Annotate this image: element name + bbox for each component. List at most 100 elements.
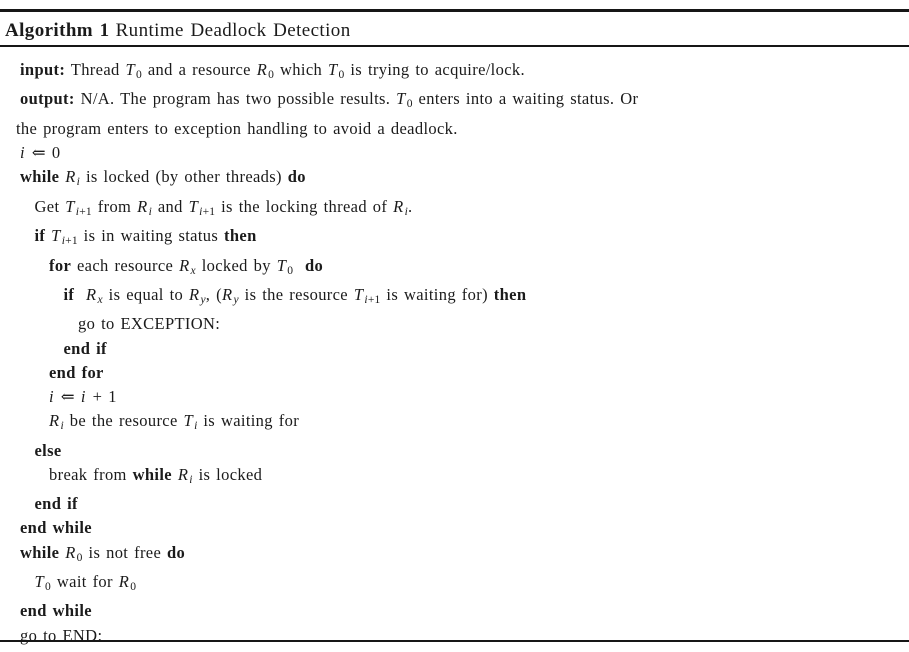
text-segment: i bbox=[80, 386, 86, 406]
algorithm-line: Ri be the resource Ti is waiting for bbox=[0, 409, 909, 438]
text-segment: is trying to acquire/lock. bbox=[344, 60, 525, 79]
text-segment: go to END: bbox=[20, 625, 103, 645]
text-segment: y bbox=[200, 294, 206, 307]
text-segment: and bbox=[151, 196, 189, 216]
text-segment: while bbox=[20, 542, 60, 562]
text-segment: Get bbox=[34, 196, 66, 216]
algorithm-line: go to EXCEPTION: bbox=[0, 312, 909, 336]
text-segment: and a resource bbox=[142, 60, 257, 79]
text-segment: R bbox=[256, 60, 268, 79]
algorithm-line: output: N/A. The program has two possibl… bbox=[0, 87, 909, 116]
text-segment: N/A. The program has two possible result… bbox=[74, 89, 397, 109]
text-segment: R bbox=[49, 411, 60, 431]
text-segment: i bbox=[49, 386, 54, 406]
text-segment: is locked (by other threads) bbox=[80, 167, 288, 187]
algorithm-line: if Rx is equal to Ry, (Ry is the resourc… bbox=[0, 283, 909, 312]
text-segment: i bbox=[194, 420, 198, 433]
text-segment: EXCEPTION: some exception handling to av… bbox=[20, 650, 433, 652]
algorithm-line: go to END: bbox=[0, 624, 909, 648]
text-segment: do bbox=[167, 542, 186, 562]
text-segment bbox=[172, 465, 178, 484]
text-segment: T bbox=[51, 226, 61, 246]
algorithm-line: for each resource Rx locked by T0 do bbox=[0, 254, 909, 283]
text-segment: x bbox=[97, 294, 103, 307]
text-segment: i bbox=[61, 235, 66, 248]
text-segment: +1 bbox=[367, 294, 381, 307]
text-segment: from bbox=[91, 196, 138, 216]
text-segment: y bbox=[233, 294, 239, 307]
text-segment: T bbox=[396, 89, 406, 109]
text-segment: if bbox=[63, 284, 75, 304]
text-segment: 0 bbox=[45, 581, 52, 594]
text-segment: the program enters to exception handling… bbox=[16, 118, 458, 138]
algorithm-line: end if bbox=[0, 492, 909, 516]
text-segment: is waiting for bbox=[197, 411, 300, 431]
text-segment: 0 bbox=[287, 264, 294, 277]
text-segment: T bbox=[188, 196, 199, 216]
algorithm-line: Get Ti+1 from Ri and Ti+1 is the locking… bbox=[0, 195, 909, 224]
text-segment: T bbox=[125, 60, 136, 79]
text-segment: is the locking thread of bbox=[215, 196, 394, 216]
algorithm-line: while Ri is locked (by other threads) do bbox=[0, 165, 909, 194]
text-segment: R bbox=[179, 255, 190, 275]
text-segment: R bbox=[118, 572, 130, 592]
text-segment: if bbox=[34, 226, 46, 246]
text-segment: i bbox=[404, 205, 408, 218]
top-rule bbox=[0, 9, 909, 12]
algorithm-line: the program enters to exception handling… bbox=[0, 117, 909, 141]
text-segment: do bbox=[287, 167, 306, 187]
algorithm-line: i ⇐ i + 1 bbox=[0, 385, 909, 409]
text-segment: i bbox=[75, 205, 80, 218]
text-segment: 0 bbox=[130, 581, 137, 594]
text-segment: i bbox=[60, 420, 64, 433]
text-segment: +1 bbox=[65, 235, 78, 248]
algorithm-title: Runtime Deadlock Detection bbox=[115, 20, 351, 41]
text-segment: 0 bbox=[338, 69, 345, 82]
bottom-rule bbox=[0, 640, 909, 642]
text-segment: end while bbox=[20, 518, 92, 538]
text-segment: end if bbox=[34, 494, 78, 514]
text-segment: + 1 bbox=[86, 386, 117, 406]
text-segment: +1 bbox=[79, 205, 92, 218]
text-segment: while bbox=[132, 464, 172, 484]
text-segment: is in waiting status bbox=[77, 226, 225, 246]
algorithm-line: i ⇐ 0 bbox=[0, 141, 909, 165]
text-segment: R bbox=[189, 284, 200, 304]
text-segment: T bbox=[276, 255, 287, 275]
text-segment: is the resource bbox=[238, 284, 354, 304]
algorithm-label: Algorithm 1 bbox=[5, 20, 110, 41]
algorithm-line: end for bbox=[0, 361, 909, 385]
text-segment: R bbox=[65, 167, 76, 187]
text-segment: ⇐ bbox=[54, 386, 81, 406]
text-segment: do bbox=[305, 255, 324, 275]
text-segment: ⇐ 0 bbox=[25, 143, 61, 163]
text-segment: output: bbox=[20, 89, 75, 109]
text-segment: 0 bbox=[406, 98, 413, 111]
text-segment: end for bbox=[49, 362, 104, 382]
text-segment: R bbox=[65, 542, 76, 562]
text-segment: which bbox=[274, 60, 328, 79]
algorithm-line: if Ti+1 is in waiting status then bbox=[0, 224, 909, 253]
text-segment: enters into a waiting status. Or bbox=[412, 89, 639, 109]
title-separator-rule bbox=[0, 45, 909, 47]
text-segment: i bbox=[199, 205, 203, 218]
text-segment: wait for bbox=[51, 572, 119, 592]
algorithm-line: while R0 is not free do bbox=[0, 541, 909, 570]
text-segment: be the resource bbox=[63, 411, 184, 431]
text-segment: +1 bbox=[202, 205, 216, 218]
text-segment: is equal to bbox=[102, 284, 190, 304]
algorithm-line: break from while Ri is locked bbox=[0, 463, 909, 492]
text-segment: Thread bbox=[65, 60, 126, 79]
algorithm-line: input: Thread T0 and a resource R0 which… bbox=[0, 58, 909, 87]
text-segment: T bbox=[34, 572, 45, 592]
text-segment: go to EXCEPTION: bbox=[78, 314, 221, 334]
text-segment: 0 bbox=[76, 551, 83, 564]
text-segment: R bbox=[222, 284, 233, 304]
text-segment bbox=[293, 256, 305, 275]
text-segment: T bbox=[327, 60, 338, 79]
text-segment: is locked bbox=[192, 464, 263, 484]
text-segment: end while bbox=[20, 601, 92, 621]
text-segment: T bbox=[183, 411, 194, 431]
